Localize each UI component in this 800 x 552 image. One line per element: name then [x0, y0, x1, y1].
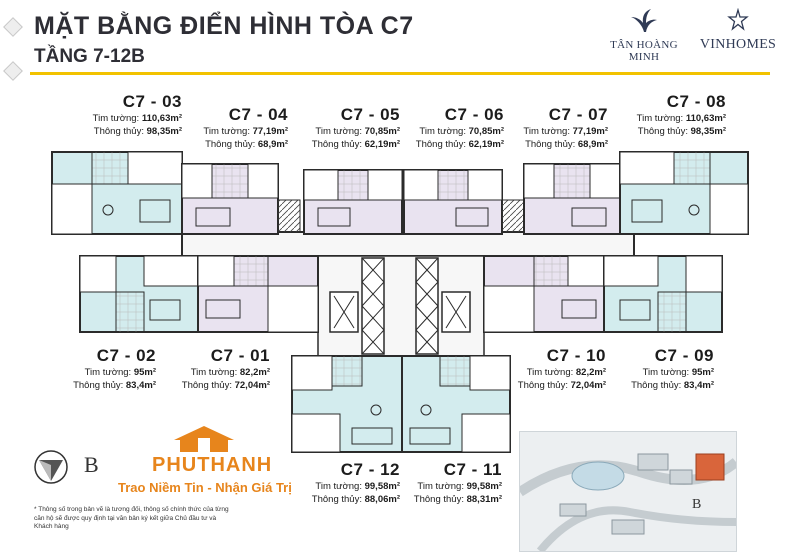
- compass-icon: [34, 450, 68, 484]
- compass-label: B: [84, 452, 99, 477]
- unit-label-c7-05: C7 - 05 Tim tường: 70,85m² Thông thủy: 6…: [296, 105, 400, 151]
- unit-label-c7-09: C7 - 09 Tim tường: 95m² Thông thủy: 83,4…: [618, 346, 714, 392]
- core-elevators-right: [415, 257, 439, 355]
- unit-code: C7 - 11: [443, 460, 502, 479]
- unit-code: C7 - 07: [548, 105, 608, 124]
- core-stair-left: [329, 291, 359, 333]
- unit-label-c7-02: C7 - 02 Tim tường: 95m² Thông thủy: 83,4…: [60, 346, 156, 392]
- unit-code: C7 - 08: [666, 92, 726, 111]
- plan-unit-c7-04: [181, 163, 301, 235]
- unit-net-area: Thông thủy: 62,19m²: [311, 139, 400, 150]
- unit-net-area: Thông thủy: 68,9m²: [525, 139, 608, 150]
- core-stair-right: [441, 291, 471, 333]
- unit-gross-area: Tim tường: 70,85m²: [419, 126, 504, 137]
- unit-net-area: Thông thủy: 68,9m²: [205, 139, 288, 150]
- plan-unit-c7-12: [291, 355, 403, 453]
- plan-unit-c7-11: [401, 355, 511, 453]
- site-map: [520, 453, 736, 551]
- unit-gross-area: Tim tường: 95m²: [642, 367, 714, 378]
- logo-left-name: TÂN HOÀNG MINH: [610, 39, 678, 63]
- unit-gross-area: Tim tường: 77,19m²: [203, 126, 288, 137]
- unit-net-area: Thông thủy: 83,4m²: [73, 380, 156, 391]
- unit-label-c7-08: C7 - 08 Tim tường: 110,63m² Thông thủy: …: [612, 92, 726, 138]
- bird-icon: [631, 9, 657, 32]
- plan-unit-c7-03: [51, 151, 183, 235]
- accent-rule: [30, 72, 770, 75]
- unit-gross-area: Tim tường: 110,63m²: [92, 113, 182, 124]
- core-elevators-left: [361, 257, 385, 355]
- plan-unit-c7-06: [403, 169, 525, 235]
- agency-name: PHUTHANH: [152, 454, 273, 476]
- logo-right-name: VINHOMES: [699, 37, 777, 52]
- unit-label-c7-03: C7 - 03 Tim tường: 110,63m² Thông thủy: …: [70, 92, 182, 138]
- unit-code: C7 - 03: [122, 92, 182, 111]
- unit-label-c7-07: C7 - 07 Tim tường: 77,19m² Thông thủy: 6…: [508, 105, 608, 151]
- page-title: MẶT BẰNG ĐIỂN HÌNH TÒA C7: [34, 12, 414, 40]
- unit-code: C7 - 01: [210, 346, 270, 365]
- plan-unit-c7-07: [523, 163, 621, 235]
- page-subtitle: TẦNG 7-12B: [34, 46, 145, 67]
- plan-unit-c7-01: [197, 255, 319, 333]
- unit-net-area: Thông thủy: 98,35m²: [637, 126, 726, 137]
- unit-label-c7-10: C7 - 10 Tim tường: 82,2m² Thông thủy: 72…: [502, 346, 606, 392]
- unit-net-area: Thông thủy: 62,19m²: [415, 139, 504, 150]
- unit-net-area: Thông thủy: 88,06m²: [311, 494, 400, 505]
- unit-label-c7-06: C7 - 06 Tim tường: 70,85m² Thông thủy: 6…: [400, 105, 504, 151]
- unit-gross-area: Tim tường: 77,19m²: [523, 126, 608, 137]
- unit-code: C7 - 09: [654, 346, 714, 365]
- logo-tan-hoang-minh: TÂN HOÀNG MINH: [606, 8, 682, 63]
- unit-net-area: Thông thủy: 98,35m²: [93, 126, 182, 137]
- unit-label-c7-04: C7 - 04 Tim tường: 77,19m² Thông thủy: 6…: [188, 105, 288, 151]
- unit-code: C7 - 10: [546, 346, 606, 365]
- star-logo-icon: [727, 7, 749, 31]
- agency-slogan: Trao Niềm Tin - Nhận Giá Trị: [118, 480, 292, 495]
- unit-net-area: Thông thủy: 88,31m²: [413, 494, 502, 505]
- unit-label-c7-01: C7 - 01 Tim tường: 82,2m² Thông thủy: 72…: [170, 346, 270, 392]
- logo-vinhomes: VINHOMES: [696, 7, 780, 53]
- unit-net-area: Thông thủy: 72,04m²: [181, 380, 270, 391]
- footnote: * Thông số trong bản vẽ là tương đối, th…: [34, 506, 229, 530]
- unit-gross-area: Tim tường: 99,58m²: [417, 481, 502, 492]
- unit-net-area: Thông thủy: 83,4m²: [631, 380, 714, 391]
- unit-code: C7 - 05: [340, 105, 400, 124]
- house-logo-icon: [174, 426, 234, 452]
- plan-unit-c7-09: [603, 255, 723, 333]
- plan-unit-c7-05: [303, 169, 403, 235]
- plan-unit-c7-10: [483, 255, 605, 333]
- unit-net-area: Thông thủy: 72,04m²: [517, 380, 606, 391]
- unit-code: C7 - 06: [444, 105, 504, 124]
- unit-gross-area: Tim tường: 110,63m²: [636, 113, 726, 124]
- site-map-label: B: [692, 497, 702, 512]
- unit-code: C7 - 04: [228, 105, 288, 124]
- unit-gross-area: Tim tường: 70,85m²: [315, 126, 400, 137]
- unit-gross-area: Tim tường: 99,58m²: [315, 481, 400, 492]
- unit-code: C7 - 02: [96, 346, 156, 365]
- unit-code: C7 - 12: [340, 460, 400, 479]
- plan-unit-c7-08: [619, 151, 749, 235]
- unit-gross-area: Tim tường: 82,2m²: [190, 367, 270, 378]
- plan-unit-c7-02: [79, 255, 199, 333]
- unit-label-c7-11: C7 - 11 Tim tường: 99,58m² Thông thủy: 8…: [398, 460, 502, 506]
- unit-gross-area: Tim tường: 95m²: [84, 367, 156, 378]
- unit-label-c7-12: C7 - 12 Tim tường: 99,58m² Thông thủy: 8…: [290, 460, 400, 506]
- unit-gross-area: Tim tường: 82,2m²: [526, 367, 606, 378]
- site-map-thumbnail: [519, 431, 737, 552]
